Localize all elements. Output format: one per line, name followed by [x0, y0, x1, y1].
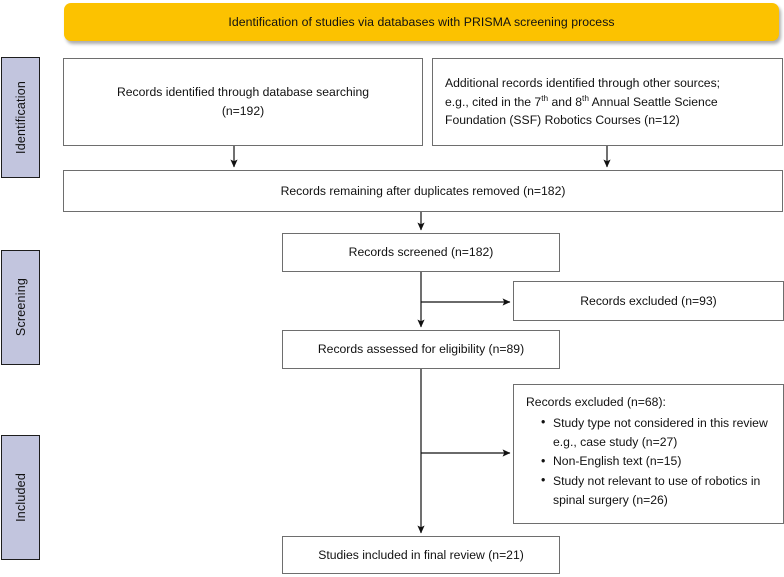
stage-label-included-text: Included [13, 473, 28, 522]
excluded-reason-item: Study type not considered in this review… [541, 413, 773, 453]
node-other-sources-line1: Additional records identified through ot… [445, 75, 721, 90]
node-records-identified-database: Records identified through database sear… [63, 58, 423, 146]
node-dedup-label: Records remaining after duplicates remov… [280, 183, 566, 198]
excluded-reason-item: Study not relevant to use of robotics in… [541, 471, 773, 511]
excluded-reason-item: Non-English text (n=15) [541, 452, 773, 472]
node-records-after-duplicates-removed: Records remaining after duplicates remov… [63, 170, 783, 212]
node-other-sources-line3: Foundation (SSF) Robotics Courses (n=12) [445, 113, 680, 128]
node-excluded-screening-label: Records excluded (n=93) [580, 293, 717, 308]
node-other-sources-line2: e.g., cited in the 7th and 8th Annual Se… [445, 93, 720, 112]
ordinal-suffix-eighth: th [582, 92, 589, 103]
excluded-reasons-list: Study type not considered in this review… [526, 413, 773, 511]
stage-label-included: Included [1, 435, 40, 560]
stage-label-identification-text: Identification [13, 81, 28, 154]
ordinal-suffix-seventh: th [541, 92, 549, 103]
node-records-screened: Records screened (n=182) [282, 233, 560, 272]
stage-label-screening-text: Screening [13, 278, 28, 337]
node-other-sources-line2-a: e.g., cited in the 7 [445, 94, 542, 109]
node-screened-label: Records screened (n=182) [348, 245, 494, 260]
node-excluded-eligibility-title: Records excluded (n=68): [526, 395, 666, 409]
diagram-title-banner: Identification of studies via databases … [64, 3, 779, 41]
stage-label-identification: Identification [1, 57, 40, 178]
diagram-title-text: Identification of studies via databases … [228, 15, 615, 29]
stage-label-screening: Screening [1, 250, 40, 365]
node-other-sources-line2-b: and 8 [548, 94, 583, 109]
node-records-excluded-eligibility: Records excluded (n=68): Study type not … [513, 384, 784, 524]
node-records-excluded-screening: Records excluded (n=93) [513, 281, 784, 321]
node-studies-included-final-review: Studies included in final review (n=21) [282, 536, 560, 574]
node-records-identified-database-count: (n=192) [221, 104, 265, 118]
node-records-identified-database-line1: Records identified through database sear… [116, 85, 370, 100]
node-additional-records-other-sources: Additional records identified through ot… [432, 58, 783, 146]
node-final-label: Studies included in final review (n=21) [318, 547, 524, 562]
node-eligibility-label: Records assessed for eligibility (n=89) [317, 342, 525, 357]
node-other-sources-line2-c: Annual Seattle Science [588, 94, 718, 109]
node-records-assessed-eligibility: Records assessed for eligibility (n=89) [282, 330, 560, 369]
